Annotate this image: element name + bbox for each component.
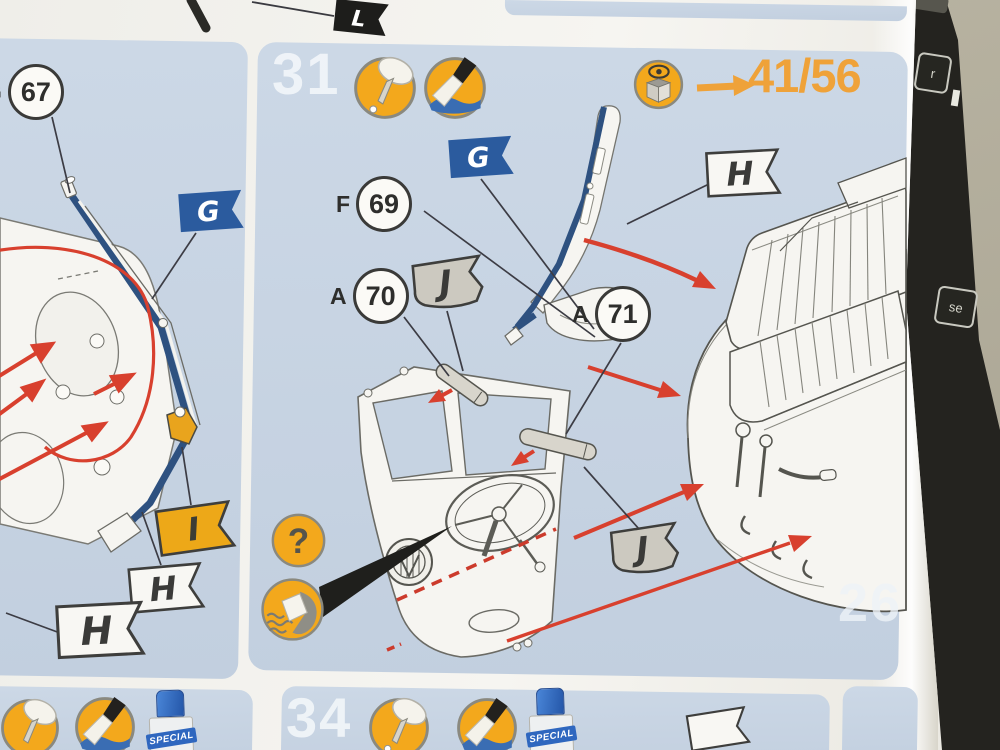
flag-label: G — [196, 195, 221, 229]
paint-brush-icon — [74, 696, 136, 750]
armrest-part-71-drawing — [519, 427, 597, 461]
flag-l-label: L — [350, 6, 366, 32]
door-assembly-drawing — [357, 366, 571, 658]
flag-j-bottom: J — [606, 520, 682, 580]
callout-letter: G — [0, 79, 2, 106]
red-dashed-guide — [396, 527, 557, 602]
flag-partial — [685, 702, 752, 750]
paint-brush-icon — [456, 697, 518, 750]
leader-lines-left — [5, 116, 197, 634]
steering-wheel-drawing — [445, 474, 555, 552]
bottle-body: SPECIAL — [145, 716, 198, 750]
bottle-label: SPECIAL — [525, 725, 578, 748]
glue-bottle: SPECIAL — [525, 687, 578, 750]
flag-h-left-2: H — [53, 600, 148, 661]
page-ref-arrow — [696, 75, 755, 96]
question-icon: ? — [270, 512, 327, 569]
callout-f69: F 69 — [336, 176, 413, 232]
bottle-body: SPECIAL — [525, 714, 578, 750]
decal-pointer-wedge — [319, 526, 452, 617]
flag-h-main: H — [705, 146, 782, 200]
flag-h-left-1: H — [127, 558, 206, 618]
callout-letter: F — [336, 190, 351, 217]
paint-brush-icon — [423, 56, 487, 120]
flag-label: I — [185, 509, 202, 548]
bottle-label: SPECIAL — [145, 727, 198, 750]
armrest-part-70-drawing — [435, 363, 489, 407]
view-assembled-icon — [632, 58, 685, 111]
flag-label: H — [725, 154, 754, 193]
flag-g-left: G — [175, 188, 248, 235]
page-reference: 41/56 — [748, 49, 862, 102]
callout-number: 71 — [594, 286, 651, 342]
bottle-cap — [155, 689, 185, 718]
flag-label: H — [79, 608, 114, 655]
step-number: 34 — [286, 686, 353, 749]
flag-label: H — [148, 569, 178, 609]
flag-g-main: G — [445, 134, 518, 181]
flag-j-top: J — [408, 252, 487, 316]
glue-icon — [0, 698, 60, 750]
flag-label: G — [466, 141, 491, 175]
red-arrows-main — [428, 237, 812, 643]
red-wire-line — [0, 245, 156, 463]
glue-bottle: SPECIAL — [145, 689, 198, 750]
callout-number: 69 — [356, 176, 413, 232]
previous-result-number: 26 — [838, 573, 903, 633]
previous-step-art — [186, 0, 335, 33]
callout-g67: G 67 — [0, 64, 64, 120]
callout-letter: A — [572, 300, 589, 327]
main-step-drawing — [319, 75, 907, 658]
callout-a71: A 71 — [572, 286, 651, 342]
red-arrows-left — [0, 341, 137, 481]
callout-a70: A 70 — [330, 268, 409, 324]
glue-icon — [353, 56, 417, 120]
flag-l: L — [327, 0, 394, 38]
left-step-drawing — [0, 116, 201, 634]
leader-lines-main — [403, 178, 710, 530]
flag-i: I — [154, 496, 237, 561]
decal-hint-icon — [261, 578, 324, 641]
question-mark-label: ? — [288, 522, 309, 561]
glue-icon — [368, 697, 430, 750]
step-number: 31 — [272, 42, 341, 107]
callout-number: 70 — [352, 268, 409, 324]
callout-letter: A — [330, 282, 347, 309]
bottle-cap — [535, 687, 565, 716]
callout-number: 67 — [7, 64, 64, 120]
seat-assembly-drawing — [686, 157, 907, 613]
